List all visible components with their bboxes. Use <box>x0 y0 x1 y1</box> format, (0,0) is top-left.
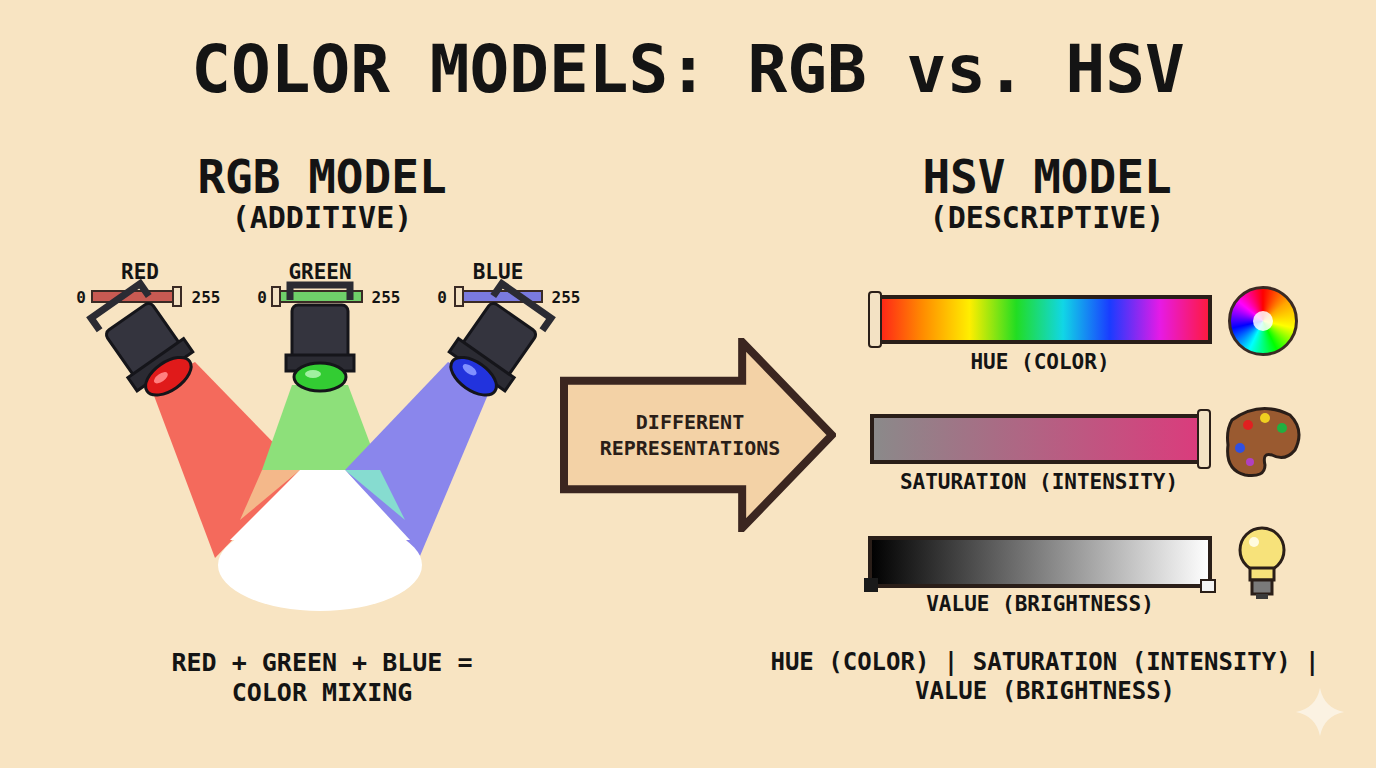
node-text: DIFFERENT REPRESENTATIONS <box>572 409 808 461</box>
spotlight-red <box>88 281 205 407</box>
section-heading: HSV MODEL <box>922 150 1171 205</box>
light-beams <box>150 362 492 611</box>
channel-label: RED <box>121 260 159 285</box>
channel-label: GREEN <box>288 260 351 285</box>
slider-max: 255 <box>192 288 221 307</box>
channel-label: BLUE <box>473 260 524 285</box>
slider-max: 255 <box>552 288 581 307</box>
slider-max: 255 <box>372 288 401 307</box>
slider-min: 0 <box>437 288 447 307</box>
arrow-outline <box>560 338 836 532</box>
color-wheel-icon <box>1228 286 1298 356</box>
slider-min: 0 <box>257 288 267 307</box>
saturation-bar <box>872 410 1210 468</box>
bar-label: HUE (COLOR) <box>970 350 1109 375</box>
bar-label: SATURATION (INTENSITY) <box>900 470 1178 495</box>
arrow-shape: DIFFERENT REPRESENTATIONS <box>560 338 836 532</box>
spotlight-blue <box>438 281 555 407</box>
slider-min: 0 <box>76 288 86 307</box>
summary-text: HUE (COLOR) | SATURATION (INTENSITY) | V… <box>755 648 1335 706</box>
section-heading: RGB MODEL <box>197 150 446 205</box>
bulb-icon <box>1240 528 1284 599</box>
hue-bar <box>869 292 1210 347</box>
section-subheading: (DESCRIPTIVE) <box>930 200 1165 236</box>
title: COLOR MODELS: RGB vs. HSV <box>191 30 1184 109</box>
palette-icon <box>1228 409 1300 476</box>
sparkle <box>1296 688 1344 736</box>
summary-text: RED + GREEN + BLUE = COLOR MIXING <box>157 648 487 708</box>
slider <box>92 287 542 306</box>
value-bar <box>864 538 1215 592</box>
bar-label: VALUE (BRIGHTNESS) <box>926 592 1154 617</box>
section-subheading: (ADDITIVE) <box>232 200 413 236</box>
spotlight-green <box>286 285 354 391</box>
